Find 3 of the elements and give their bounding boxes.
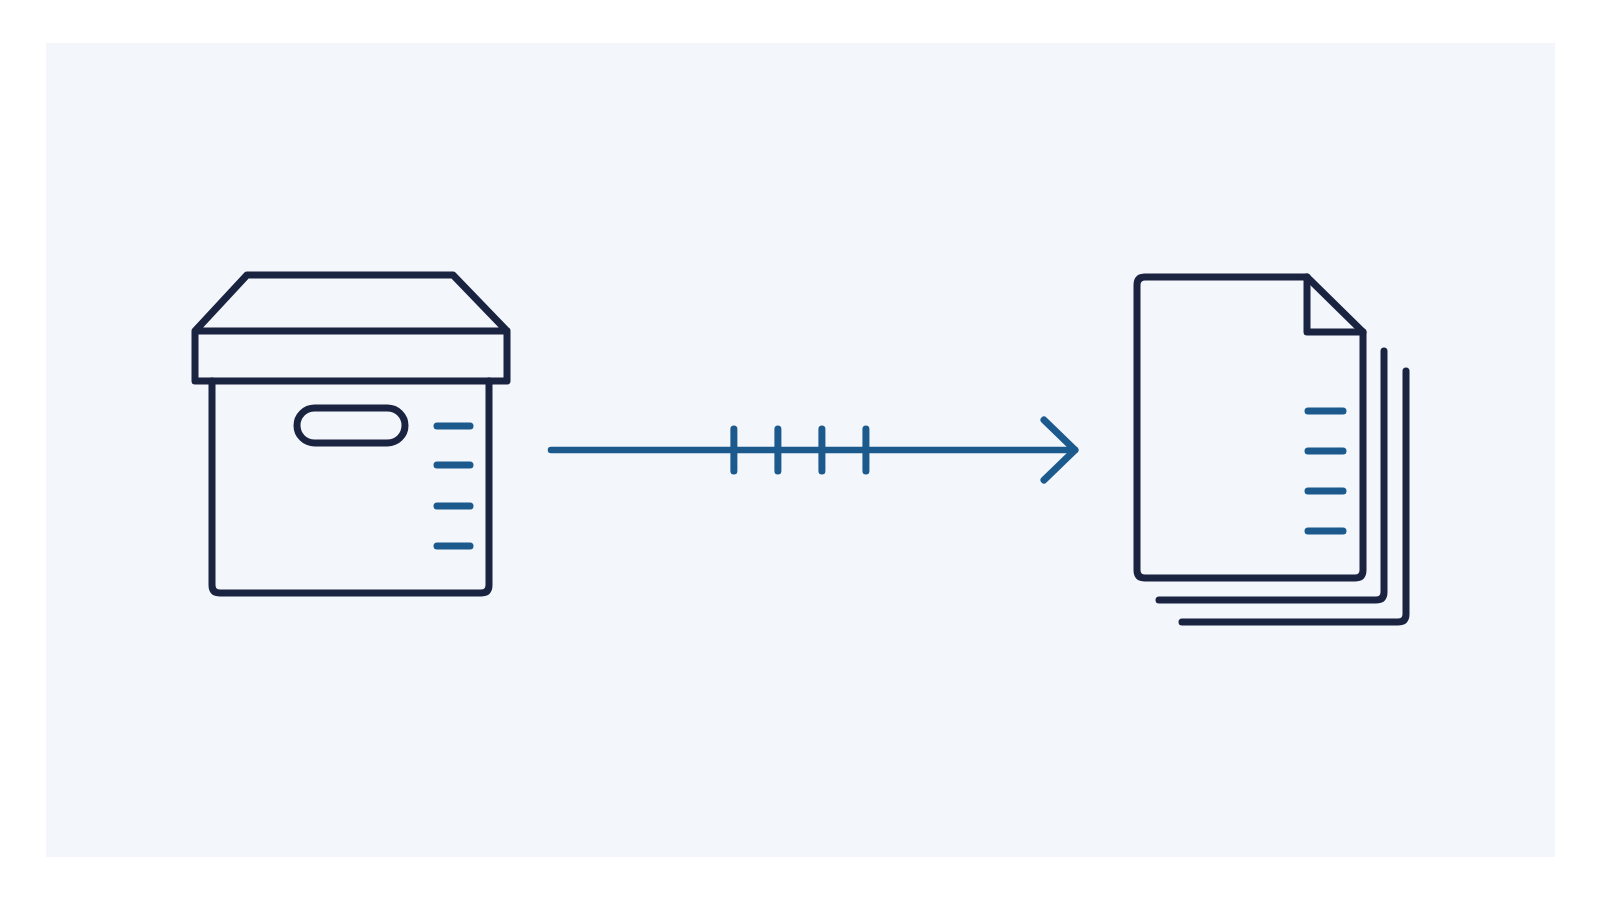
archive-box-illustration <box>191 271 511 597</box>
document-stack-illustration <box>1133 273 1410 626</box>
arrow <box>547 416 1079 484</box>
